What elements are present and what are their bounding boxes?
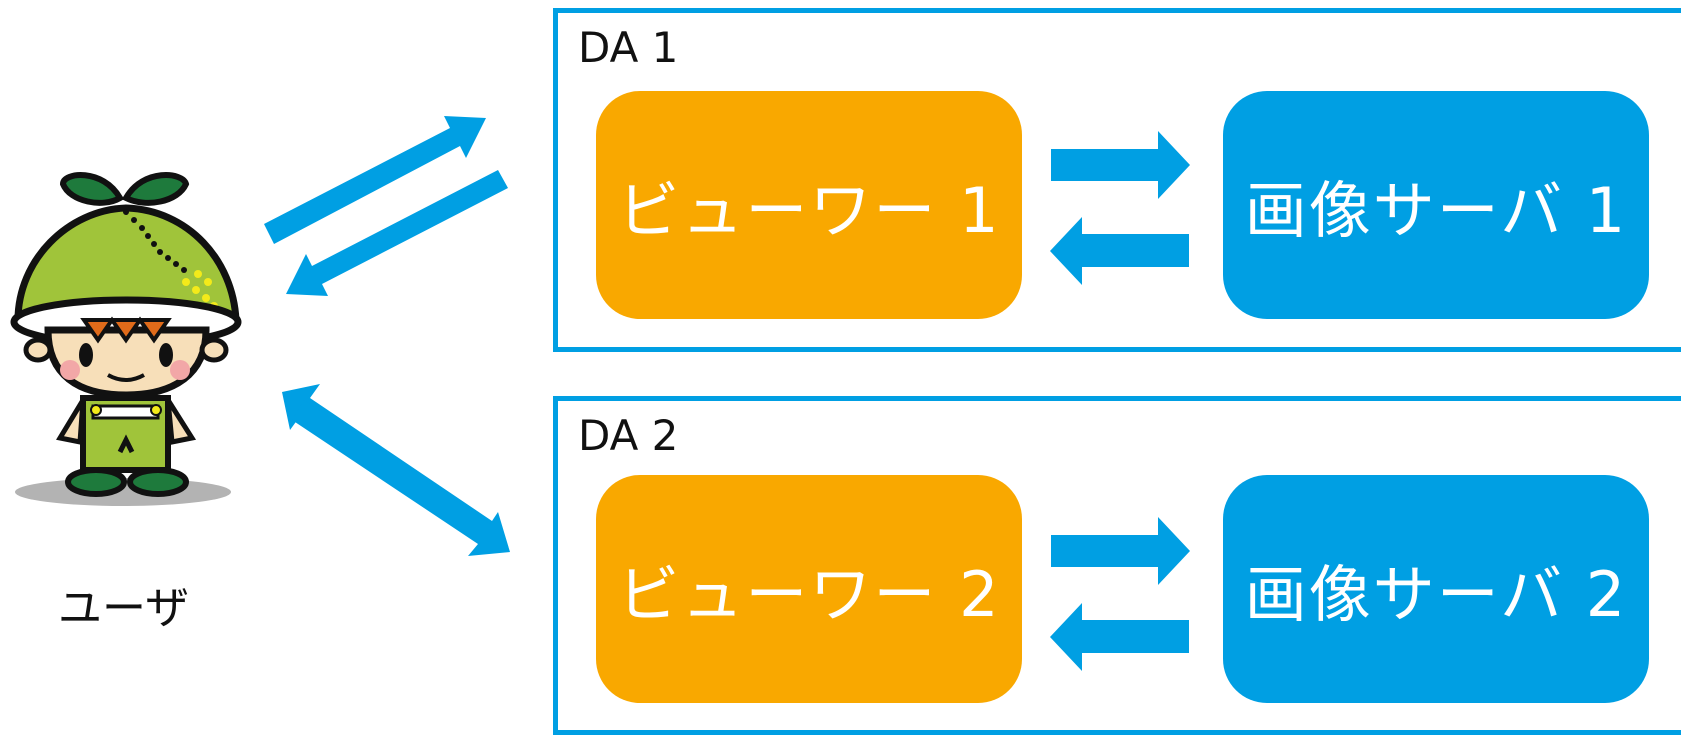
arrow-server1-to-viewer1 (1050, 217, 1189, 285)
arrow-user-to-da2 (292, 400, 510, 556)
viewer-node: ビューワー 1 (596, 91, 1022, 319)
da-group-label: DA 1 (578, 23, 679, 72)
arrow-da1-to-user (286, 170, 508, 296)
image-server-node: 画像サーバ 2 (1223, 475, 1649, 703)
image-server-node: 画像サーバ 1 (1223, 91, 1649, 319)
arrow-server2-to-viewer2 (1050, 603, 1189, 671)
arrow-viewer1-to-server1 (1051, 131, 1190, 199)
arrow-viewer2-to-server2 (1051, 517, 1190, 585)
da-group-2: DA 2 ビューワー 2 画像サーバ 2 (553, 396, 1681, 735)
arrow-user-to-da1 (264, 116, 486, 244)
viewer-node: ビューワー 2 (596, 475, 1022, 703)
da-group-label: DA 2 (578, 411, 679, 460)
da-group-1: DA 1 ビューワー 1 画像サーバ 1 (553, 8, 1681, 352)
mascot-user-icon (10, 172, 242, 506)
user-label: ユーザ (58, 583, 190, 634)
